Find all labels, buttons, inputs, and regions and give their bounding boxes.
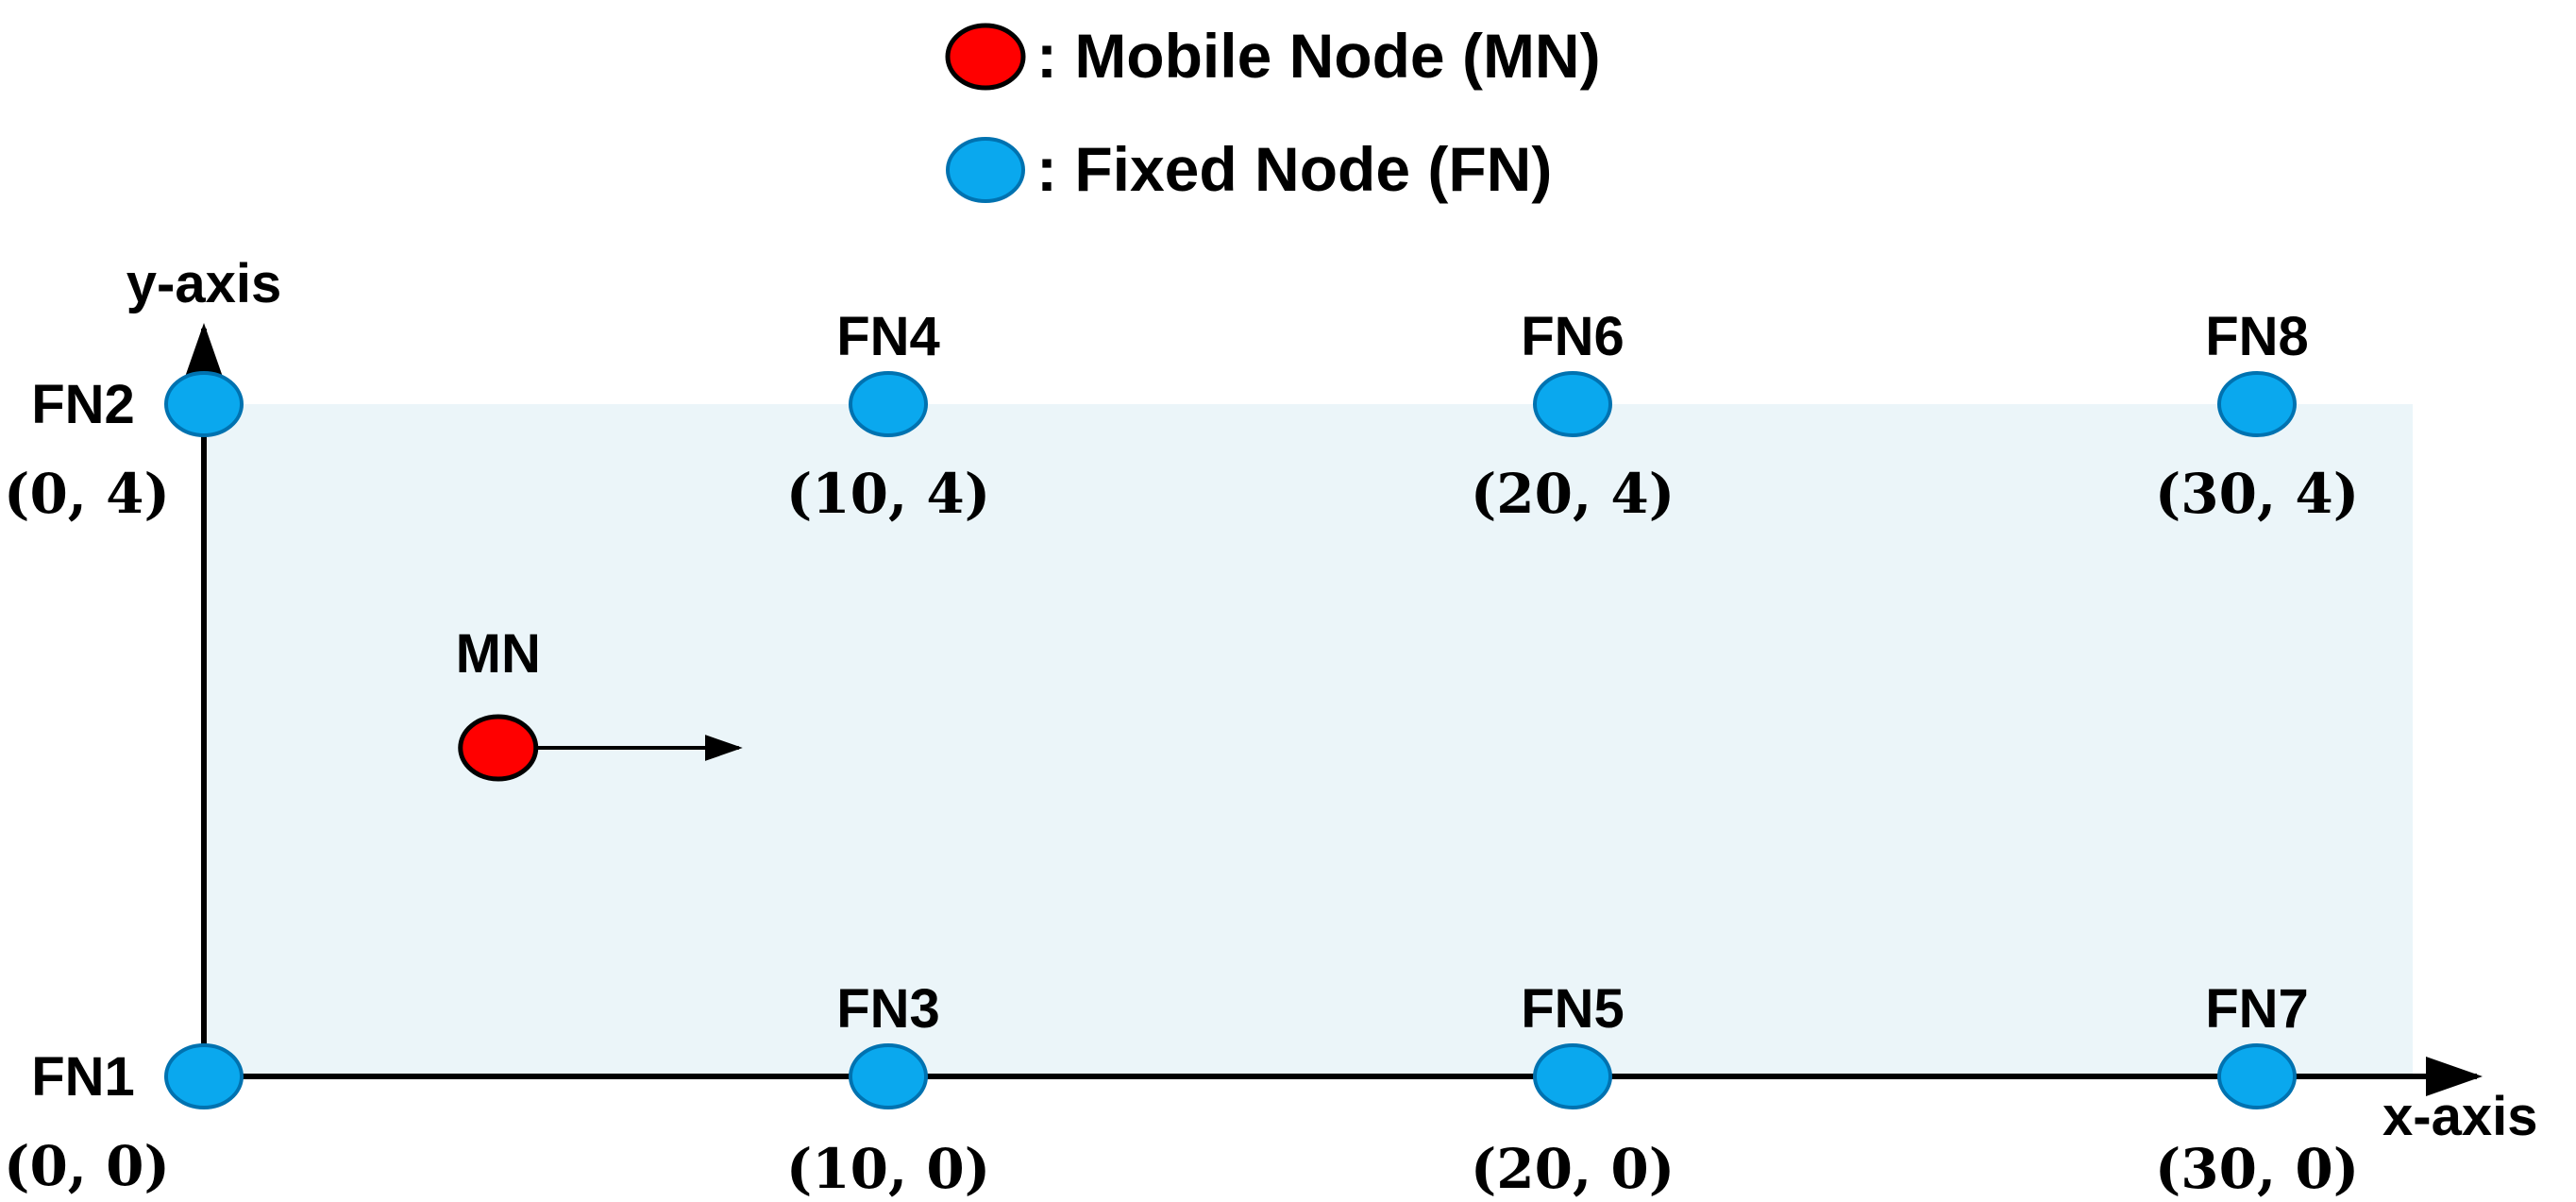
fixed-node-coordinate: (30, 4) xyxy=(2155,462,2359,526)
x-axis-label: x-axis xyxy=(2382,1086,2537,1147)
fixed-node-marker xyxy=(2217,1043,2297,1109)
fixed-node-name: FN3 xyxy=(836,978,940,1040)
legend: : Mobile Node (MN) : Fixed Node (FN) xyxy=(945,21,1601,204)
fixed-node-marker xyxy=(2217,371,2297,437)
legend-fixed-node-icon xyxy=(946,137,1025,203)
legend-mobile-node-label: : Mobile Node (MN) xyxy=(1036,21,1601,91)
fixed-node-marker xyxy=(1533,371,1612,437)
y-axis-label: y-axis xyxy=(126,253,281,314)
fixed-node-fn1: FN1 (0, 0) xyxy=(4,1043,244,1198)
fixed-node-name: FN8 xyxy=(2205,306,2309,367)
fixed-node-name: FN5 xyxy=(1521,978,1625,1040)
mobile-node-name: MN xyxy=(456,623,541,685)
fixed-node-name: FN6 xyxy=(1521,306,1625,367)
fixed-node-marker xyxy=(849,1043,928,1109)
fixed-node-coordinate: (10, 0) xyxy=(786,1137,990,1201)
fixed-node-fn7: FN7 (30, 0) xyxy=(2155,978,2359,1201)
fixed-node-marker xyxy=(164,1043,244,1109)
fixed-node-marker xyxy=(164,371,244,437)
fixed-node-fn8: FN8 (30, 4) xyxy=(2155,306,2359,526)
axes: x-axis y-axis xyxy=(126,253,2538,1147)
fixed-node-name: FN7 xyxy=(2205,978,2309,1040)
deployment-area xyxy=(204,404,2413,1076)
fixed-node-coordinate: (0, 0) xyxy=(4,1134,170,1198)
fixed-node-marker xyxy=(1533,1043,1612,1109)
mobile-node-group: MN xyxy=(456,623,743,782)
fixed-node-fn2: FN2 (0, 4) xyxy=(4,371,244,526)
fixed-node-coordinate: (20, 4) xyxy=(1471,462,1675,526)
fixed-node-coordinate: (0, 4) xyxy=(4,462,170,526)
fixed-node-coordinate: (30, 0) xyxy=(2155,1137,2359,1201)
fixed-node-fn4: FN4 (10, 4) xyxy=(786,306,990,526)
fixed-node-name: FN4 xyxy=(836,306,940,367)
fixed-node-name: FN2 xyxy=(31,374,135,435)
mobile-node-marker xyxy=(458,714,539,782)
fixed-node-name: FN1 xyxy=(31,1046,135,1108)
fixed-node-coordinate: (20, 0) xyxy=(1471,1137,1675,1201)
legend-fixed-node-label: : Fixed Node (FN) xyxy=(1036,134,1552,204)
fixed-node-fn5: FN5 (20, 0) xyxy=(1471,978,1675,1201)
fixed-node-fn3: FN3 (10, 0) xyxy=(786,978,990,1201)
fixed-nodes: FN1(0, 0)FN2(0, 4)FN3(10, 0)FN4(10, 4)FN… xyxy=(4,306,2359,1201)
legend-mobile-node-icon xyxy=(945,23,1026,91)
fixed-node-marker xyxy=(849,371,928,437)
fixed-node-fn6: FN6 (20, 4) xyxy=(1471,306,1675,526)
fixed-node-coordinate: (10, 4) xyxy=(786,462,990,526)
